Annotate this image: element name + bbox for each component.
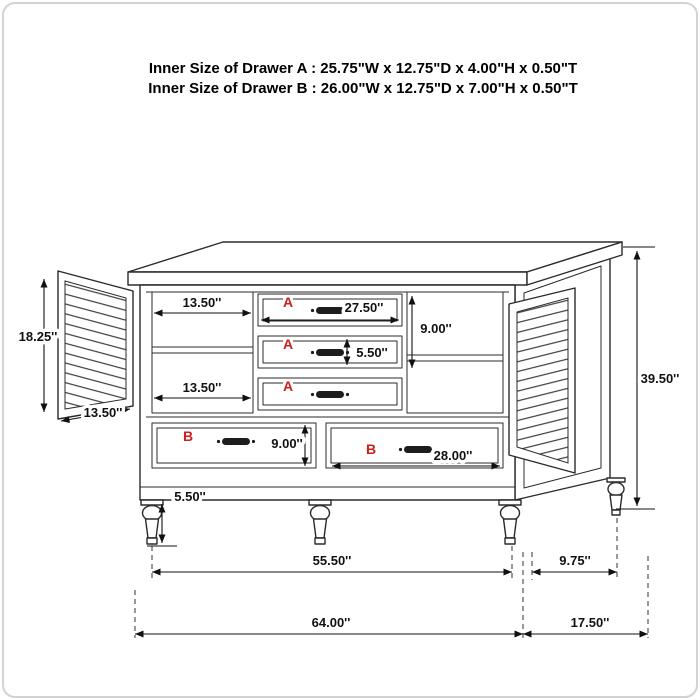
drawer-letter-labels: A A A B B <box>180 291 379 460</box>
dim-door-height: 18.25'' <box>19 329 58 344</box>
drawer-handle-icon <box>216 438 256 445</box>
drawer-b-left <box>151 422 317 469</box>
drawer-handle-icon <box>310 307 350 314</box>
dim-drawer-b-width: 28.00'' <box>434 448 473 463</box>
top-slab <box>127 241 623 286</box>
dim-front-width: 55.50'' <box>313 553 352 568</box>
header-drawer-b-size: Inner Size of Drawer B : 26.00"W x 12.75… <box>148 80 577 97</box>
drawer-a3-label: A <box>283 378 293 394</box>
dimension-labels: 18.25'' 13.50'' 13.50'' 13.50'' 27.50'' … <box>15 292 683 634</box>
drawer-a1-label: A <box>283 294 293 310</box>
dim-shelf-width-upper: 13.50'' <box>183 295 222 310</box>
dim-shelf-width-lower: 13.50'' <box>183 380 222 395</box>
left-louvered-door <box>57 270 134 420</box>
dim-drawer-b-front-height: 9.00'' <box>271 436 302 451</box>
dim-drawer-a-front-height: 5.50'' <box>356 345 387 360</box>
dim-side-leg-depth: 9.75'' <box>559 553 590 568</box>
dim-drawer-a-width: 27.50'' <box>345 300 384 315</box>
dim-door-width-line <box>60 407 131 423</box>
right-louvered-door <box>508 287 576 474</box>
leg-front-center <box>308 499 332 545</box>
header-drawer-a-size: Inner Size of Drawer A : 25.75"W x 12.75… <box>149 60 577 77</box>
leg-front-left <box>140 499 164 545</box>
dim-overall-width: 64.00'' <box>312 615 351 630</box>
right-compartment <box>406 291 504 414</box>
dim-drawer-a-stack-height: 9.00'' <box>420 321 451 336</box>
drawer-handle-icon <box>398 446 438 453</box>
drawer-handle-icon <box>310 391 350 398</box>
leg-back-right <box>606 477 626 516</box>
dim-leg-height: 5.50'' <box>174 489 205 504</box>
drawer-a3 <box>257 377 403 411</box>
dim-overall-depth: 17.50'' <box>571 615 610 630</box>
dim-door-width: 13.50'' <box>84 405 123 420</box>
drawer-b-left-label: B <box>183 428 193 444</box>
drawer-a2-label: A <box>283 336 293 352</box>
dimension-lines <box>40 246 655 638</box>
leg-front-right <box>498 499 522 545</box>
drawer-b-right-label: B <box>366 441 376 457</box>
drawer-a2 <box>257 335 403 369</box>
dim-overall-height: 39.50'' <box>641 371 680 386</box>
